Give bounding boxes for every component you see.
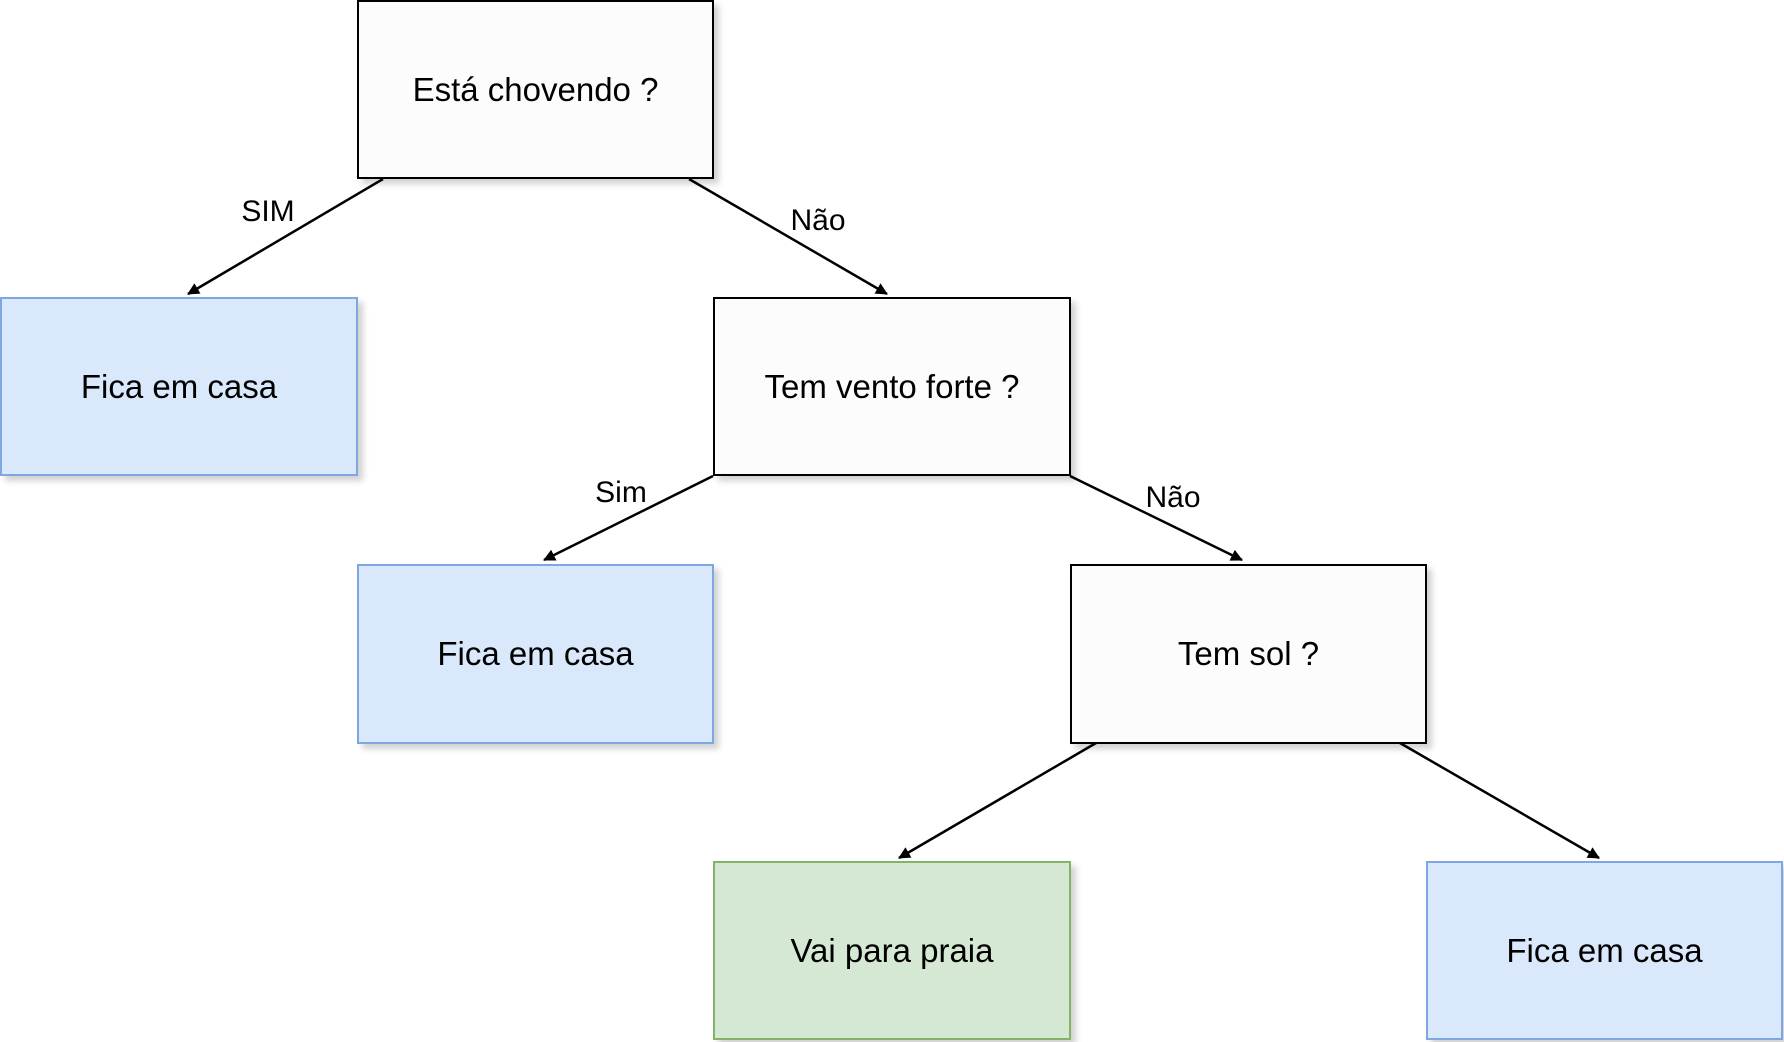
edge-wind-to-leaf2 <box>543 474 714 562</box>
edge-root-to-leaf1 <box>187 177 384 296</box>
node-label: Tem vento forte ? <box>764 367 1020 405</box>
edge-label-sim-root: SIM <box>241 195 295 228</box>
node-fica-em-casa-1: Fica em casa <box>0 297 358 476</box>
edge-label-nao-wind: Não <box>1145 481 1201 514</box>
node-vai-para-praia: Vai para praia <box>713 861 1071 1040</box>
node-label: Vai para praia <box>790 931 994 969</box>
edge-label-sim-wind: Sim <box>595 476 647 509</box>
node-fica-em-casa-3: Fica em casa <box>1426 861 1783 1040</box>
node-label: Fica em casa <box>437 635 634 672</box>
edge-sun-to-beach <box>898 741 1097 860</box>
node-label: Fica em casa <box>1506 931 1703 969</box>
node-label: Fica em casa <box>80 367 278 405</box>
edge-root-to-wind <box>688 177 888 296</box>
node-tem-vento-forte: Tem vento forte ? <box>713 297 1071 476</box>
node-esta-chovendo: Está chovendo ? <box>357 0 714 179</box>
node-label: Está chovendo ? <box>412 70 659 108</box>
node-fica-em-casa-2: Fica em casa <box>357 564 714 744</box>
edge-sun-to-leaf3 <box>1399 741 1600 860</box>
node-tem-sol: Tem sol ? <box>1070 564 1427 744</box>
node-label: Tem sol ? <box>1177 635 1320 672</box>
edge-label-nao-root: Não <box>790 204 846 237</box>
edge-wind-to-sun <box>1069 474 1243 562</box>
